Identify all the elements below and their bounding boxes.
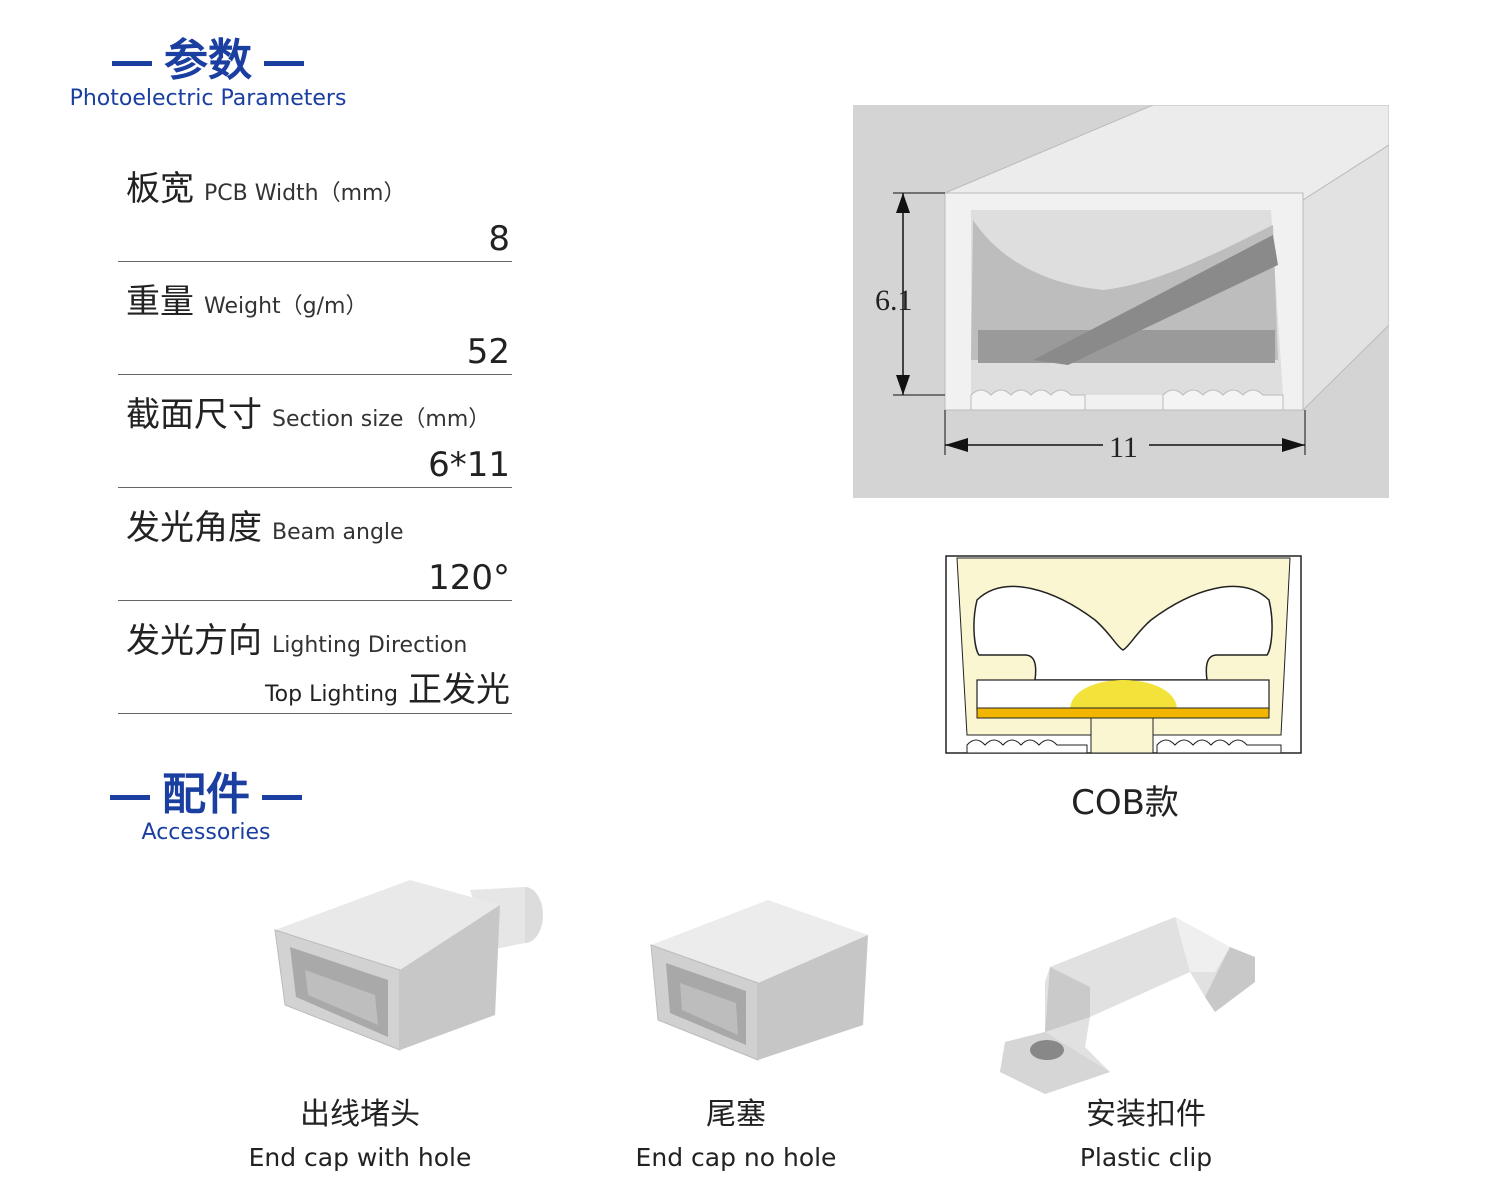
accessory-name-en: End cap with hole xyxy=(248,1143,472,1172)
accessory-end-cap-with-hole: 出线堵头 End cap with hole xyxy=(230,1095,490,1175)
cob-caption: COB款 xyxy=(1071,783,1179,823)
accessory-name-cn: 安装扣件 xyxy=(1086,1097,1206,1132)
param-value: 8 xyxy=(488,219,510,259)
params-title-en: Photoelectric Parameters xyxy=(69,86,347,111)
dimension-width-label: 11 xyxy=(1109,431,1138,464)
profile-3d-illustration: 6.1 11 xyxy=(853,104,1390,498)
accessory-plastic-clip: 安装扣件 Plastic clip xyxy=(1016,1095,1276,1175)
dimension-height-label: 6.1 xyxy=(875,284,913,317)
accessory-name-cn: 尾塞 xyxy=(706,1097,766,1132)
end-cap-no-hole-image xyxy=(650,900,868,1061)
accessories-title-cn: 配件 xyxy=(76,770,336,820)
param-value: 52 xyxy=(466,332,510,372)
accessory-name-en: Plastic clip xyxy=(1079,1143,1213,1172)
accessory-name-en: End cap no hole xyxy=(635,1143,837,1172)
params-section-heading: 参数 Photoelectric Parameters xyxy=(68,36,348,112)
params-title-cn: 参数 xyxy=(68,36,348,86)
end-cap-with-hole-image xyxy=(274,880,543,1051)
param-value: 120° xyxy=(428,558,510,598)
accessories-section-heading: 配件 Accessories xyxy=(76,770,336,846)
accessory-end-cap-no-hole: 尾塞 End cap no hole xyxy=(606,1095,866,1175)
cob-cross-section xyxy=(945,555,1302,755)
accessories-title-en: Accessories xyxy=(141,820,271,845)
accessory-name-cn: 出线堵头 xyxy=(300,1097,420,1132)
param-value: 6*11 xyxy=(428,445,510,485)
plastic-clip-image xyxy=(1000,917,1255,1094)
